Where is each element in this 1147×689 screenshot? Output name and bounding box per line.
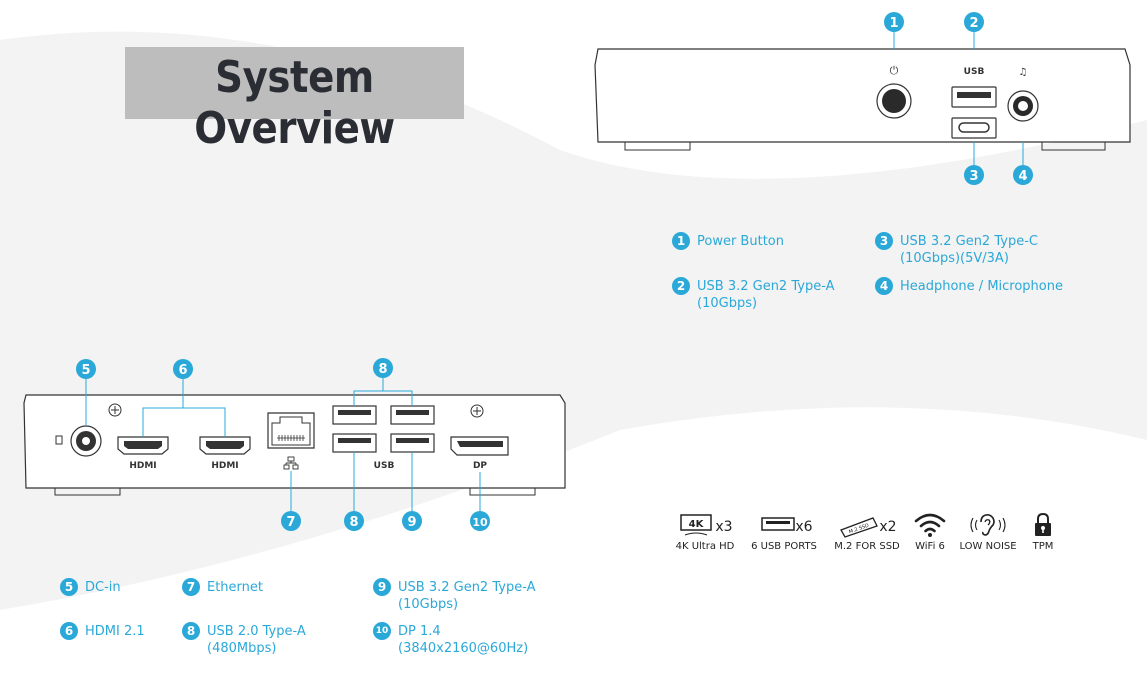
svg-text:2: 2 [969, 16, 978, 31]
rear-usb-ports: USB [332, 405, 435, 471]
legend-text: USB 3.2 Gen2 Type-A(10Gbps) [697, 279, 835, 311]
power-button: ⏻ [876, 64, 912, 119]
svg-text:1: 1 [889, 16, 898, 31]
hdmi-label-1: HDMI [129, 461, 156, 471]
screw-icon [108, 403, 122, 417]
legend-text: DC-in [85, 580, 121, 595]
callout-8-top: 8 [353, 358, 413, 406]
ethernet-port [267, 412, 315, 470]
legend-power-button: 1 Power Button [672, 232, 784, 250]
callout-3: 3 [964, 142, 984, 185]
legend-badge: 5 [60, 578, 78, 596]
hdmi-port-2: HDMI [199, 436, 251, 471]
callout-10: 10 [470, 472, 490, 531]
svg-text:x6: x6 [795, 519, 812, 535]
lock-icon [1035, 512, 1051, 536]
legend-displayport: 10 DP 1.4(3840x2160@60Hz) [373, 622, 529, 657]
legend-text: Ethernet [207, 580, 263, 595]
feature-tpm: TPM [1028, 512, 1058, 552]
dp-label: DP [473, 461, 487, 471]
legend-text: DP 1.4(3840x2160@60Hz) [398, 624, 529, 656]
legend-badge: 1 [672, 232, 690, 250]
legend-badge: 10 [373, 622, 391, 640]
legend-badge: 4 [875, 277, 893, 295]
rear-usb-label: USB [374, 461, 395, 471]
feature-ssd: M.2 SSD x2 M.2 FOR SSD [832, 512, 902, 552]
feature-low-noise: LOW NOISE [957, 512, 1019, 552]
legend-ethernet: 7 Ethernet [182, 578, 263, 596]
svg-text:6: 6 [178, 363, 187, 378]
legend-text: USB 3.2 Gen2 Type-C(10Gbps)(5V/3A) [900, 234, 1038, 266]
screw-icon [470, 404, 484, 418]
callout-7: 7 [281, 471, 301, 531]
front-view-diagram: ⏻ USB ♫ 1 2 3 4 [594, 12, 1131, 185]
svg-text:8: 8 [378, 362, 387, 377]
legend-usb-type-c: 3 USB 3.2 Gen2 Type-C(10Gbps)(5V/3A) [875, 232, 1038, 267]
4k-icon: 4K x3 [680, 514, 733, 536]
legend-usb-2: 8 USB 2.0 Type-A(480Mbps) [182, 622, 306, 657]
legend-hdmi: 6 HDMI 2.1 [60, 622, 145, 640]
feature-label: 4K Ultra HD [675, 541, 735, 552]
svg-text:x2: x2 [879, 519, 896, 535]
svg-text:9: 9 [407, 515, 416, 530]
feature-label: 6 USB PORTS [751, 541, 817, 552]
legend-usb-type-a-front: 2 USB 3.2 Gen2 Type-A(10Gbps) [672, 277, 835, 312]
legend-text: USB 3.2 Gen2 Type-A(10Gbps) [398, 580, 536, 612]
page-title: System Overview [194, 52, 395, 154]
svg-text:7: 7 [286, 515, 295, 530]
feature-usb: x6 6 USB PORTS [748, 512, 820, 552]
legend-headphone: 4 Headphone / Microphone [875, 277, 1063, 295]
front-audio-jack: ♫ [1007, 67, 1039, 122]
legend-badge: 8 [182, 622, 200, 640]
feature-label: M.2 FOR SSD [834, 541, 900, 552]
feature-wifi: WiFi 6 [910, 512, 950, 552]
rear-view-diagram: HDMI HDMI USB DP 5 [23, 358, 566, 531]
svg-text:4: 4 [1018, 169, 1027, 184]
hdmi-label-2: HDMI [211, 461, 238, 471]
feature-4k: 4K x3 4K Ultra HD [672, 512, 738, 552]
callout-4: 4 [1013, 142, 1033, 185]
callout-9: 9 [402, 452, 422, 531]
legend-text: Power Button [697, 234, 784, 249]
legend-badge: 9 [373, 578, 391, 596]
legend-badge: 3 [875, 232, 893, 250]
front-usb-a-port: USB [951, 67, 997, 108]
legend-text: USB 2.0 Type-A(480Mbps) [207, 624, 306, 656]
displayport-port: DP [450, 436, 509, 471]
legend-text: Headphone / Microphone [900, 279, 1063, 294]
ear-icon [970, 514, 1006, 536]
svg-text:8: 8 [349, 515, 358, 530]
legend-badge: 7 [182, 578, 200, 596]
callout-2: 2 [964, 12, 984, 49]
wifi-icon [914, 513, 946, 537]
callout-6: 6 [142, 359, 226, 437]
svg-text:5: 5 [81, 363, 90, 378]
callout-5: 5 [76, 359, 96, 426]
svg-text:4K: 4K [689, 519, 705, 530]
front-usb-c-port [951, 117, 997, 139]
feature-label: TPM [1032, 541, 1054, 552]
legend-badge: 2 [672, 277, 690, 295]
usb-port-icon: x6 [761, 517, 813, 535]
legend-usb-3-rear: 9 USB 3.2 Gen2 Type-A(10Gbps) [373, 578, 536, 613]
legend-dc-in: 5 DC-in [60, 578, 121, 596]
headphone-icon: ♫ [1019, 67, 1028, 78]
hdmi-port-1: HDMI [117, 436, 169, 471]
power-symbol-icon: ⏻ [890, 64, 899, 77]
svg-text:10: 10 [472, 516, 488, 529]
svg-text:x3: x3 [715, 519, 732, 535]
network-icon [283, 456, 299, 470]
ssd-icon: M.2 SSD x2 [840, 517, 897, 538]
title-background [125, 47, 464, 119]
front-usb-label: USB [964, 67, 985, 77]
legend-badge: 6 [60, 622, 78, 640]
svg-text:3: 3 [969, 169, 978, 184]
legend-text: HDMI 2.1 [85, 624, 145, 639]
feature-label: LOW NOISE [959, 541, 1017, 552]
callout-1: 1 [884, 12, 904, 49]
callout-8-bottom: 8 [344, 452, 364, 531]
feature-label: WiFi 6 [915, 541, 945, 552]
